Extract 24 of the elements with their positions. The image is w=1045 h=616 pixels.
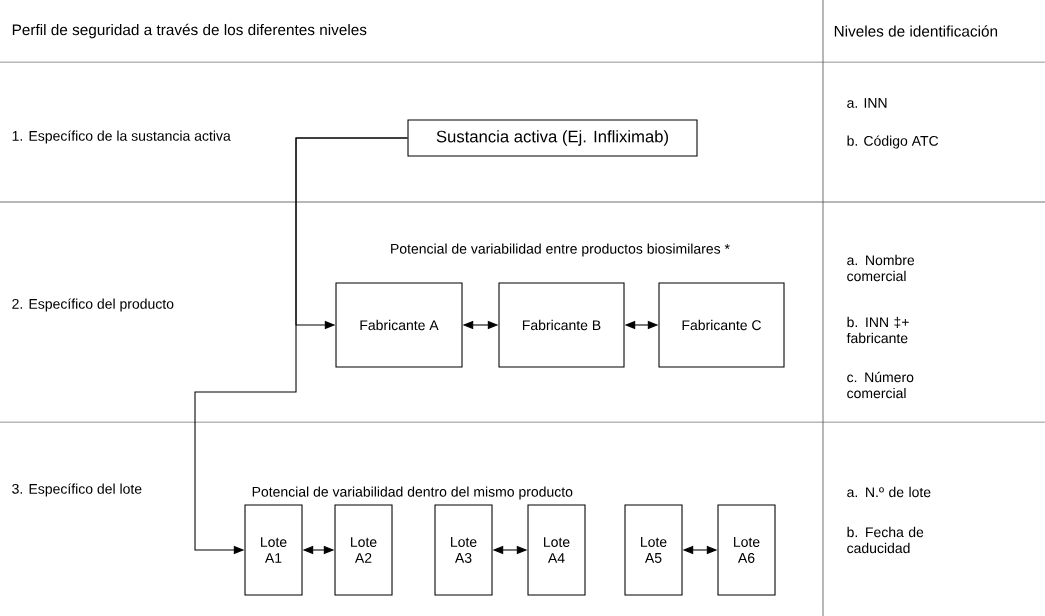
variability-note: Potencial de variabilidad entre productos biosimilares * (391, 243, 730, 257)
lot-box: Lote A5 (624, 504, 683, 596)
substance-box: Sustancia activa (Ej. Infliximab) (407, 119, 698, 157)
manufacturer-box: Fabricante A (335, 282, 463, 368)
identifier-text: b. Fecha de caducidad (847, 526, 924, 554)
manufacturer-box: Fabricante C (658, 282, 785, 368)
manufacturer-box: Fabricante B (498, 282, 625, 368)
lot-box: Lote A2 (334, 504, 393, 596)
identifier-text: b. Código ATC (847, 135, 939, 149)
column-header: Niveles de identificación (834, 25, 998, 37)
identifier-text: a. INN (847, 98, 887, 108)
row-label: 1. Específico de la sustancia activa (12, 130, 231, 144)
row-label: 2. Específico del producto (12, 298, 174, 312)
lot-box: Lote A3 (434, 504, 493, 596)
lot-box: Lote A1 (244, 504, 303, 596)
column-header: Perfil de seguridad a través de los diferentes niveles (12, 23, 367, 39)
identifier-text: a. N.º de lote (847, 486, 931, 498)
identifier-text: c. Número comercial (847, 371, 914, 399)
lot-box: Lote A4 (527, 504, 586, 596)
lot-box: Lote A6 (717, 504, 776, 596)
identifier-text: b. INN ‡+ fabricante (846, 316, 909, 344)
identifier-text: a. Nombre comercial (847, 254, 915, 282)
variability-note: Potencial de variabilidad dentro del mismo producto (252, 486, 573, 500)
row-label: 3. Específico del lote (12, 483, 142, 497)
